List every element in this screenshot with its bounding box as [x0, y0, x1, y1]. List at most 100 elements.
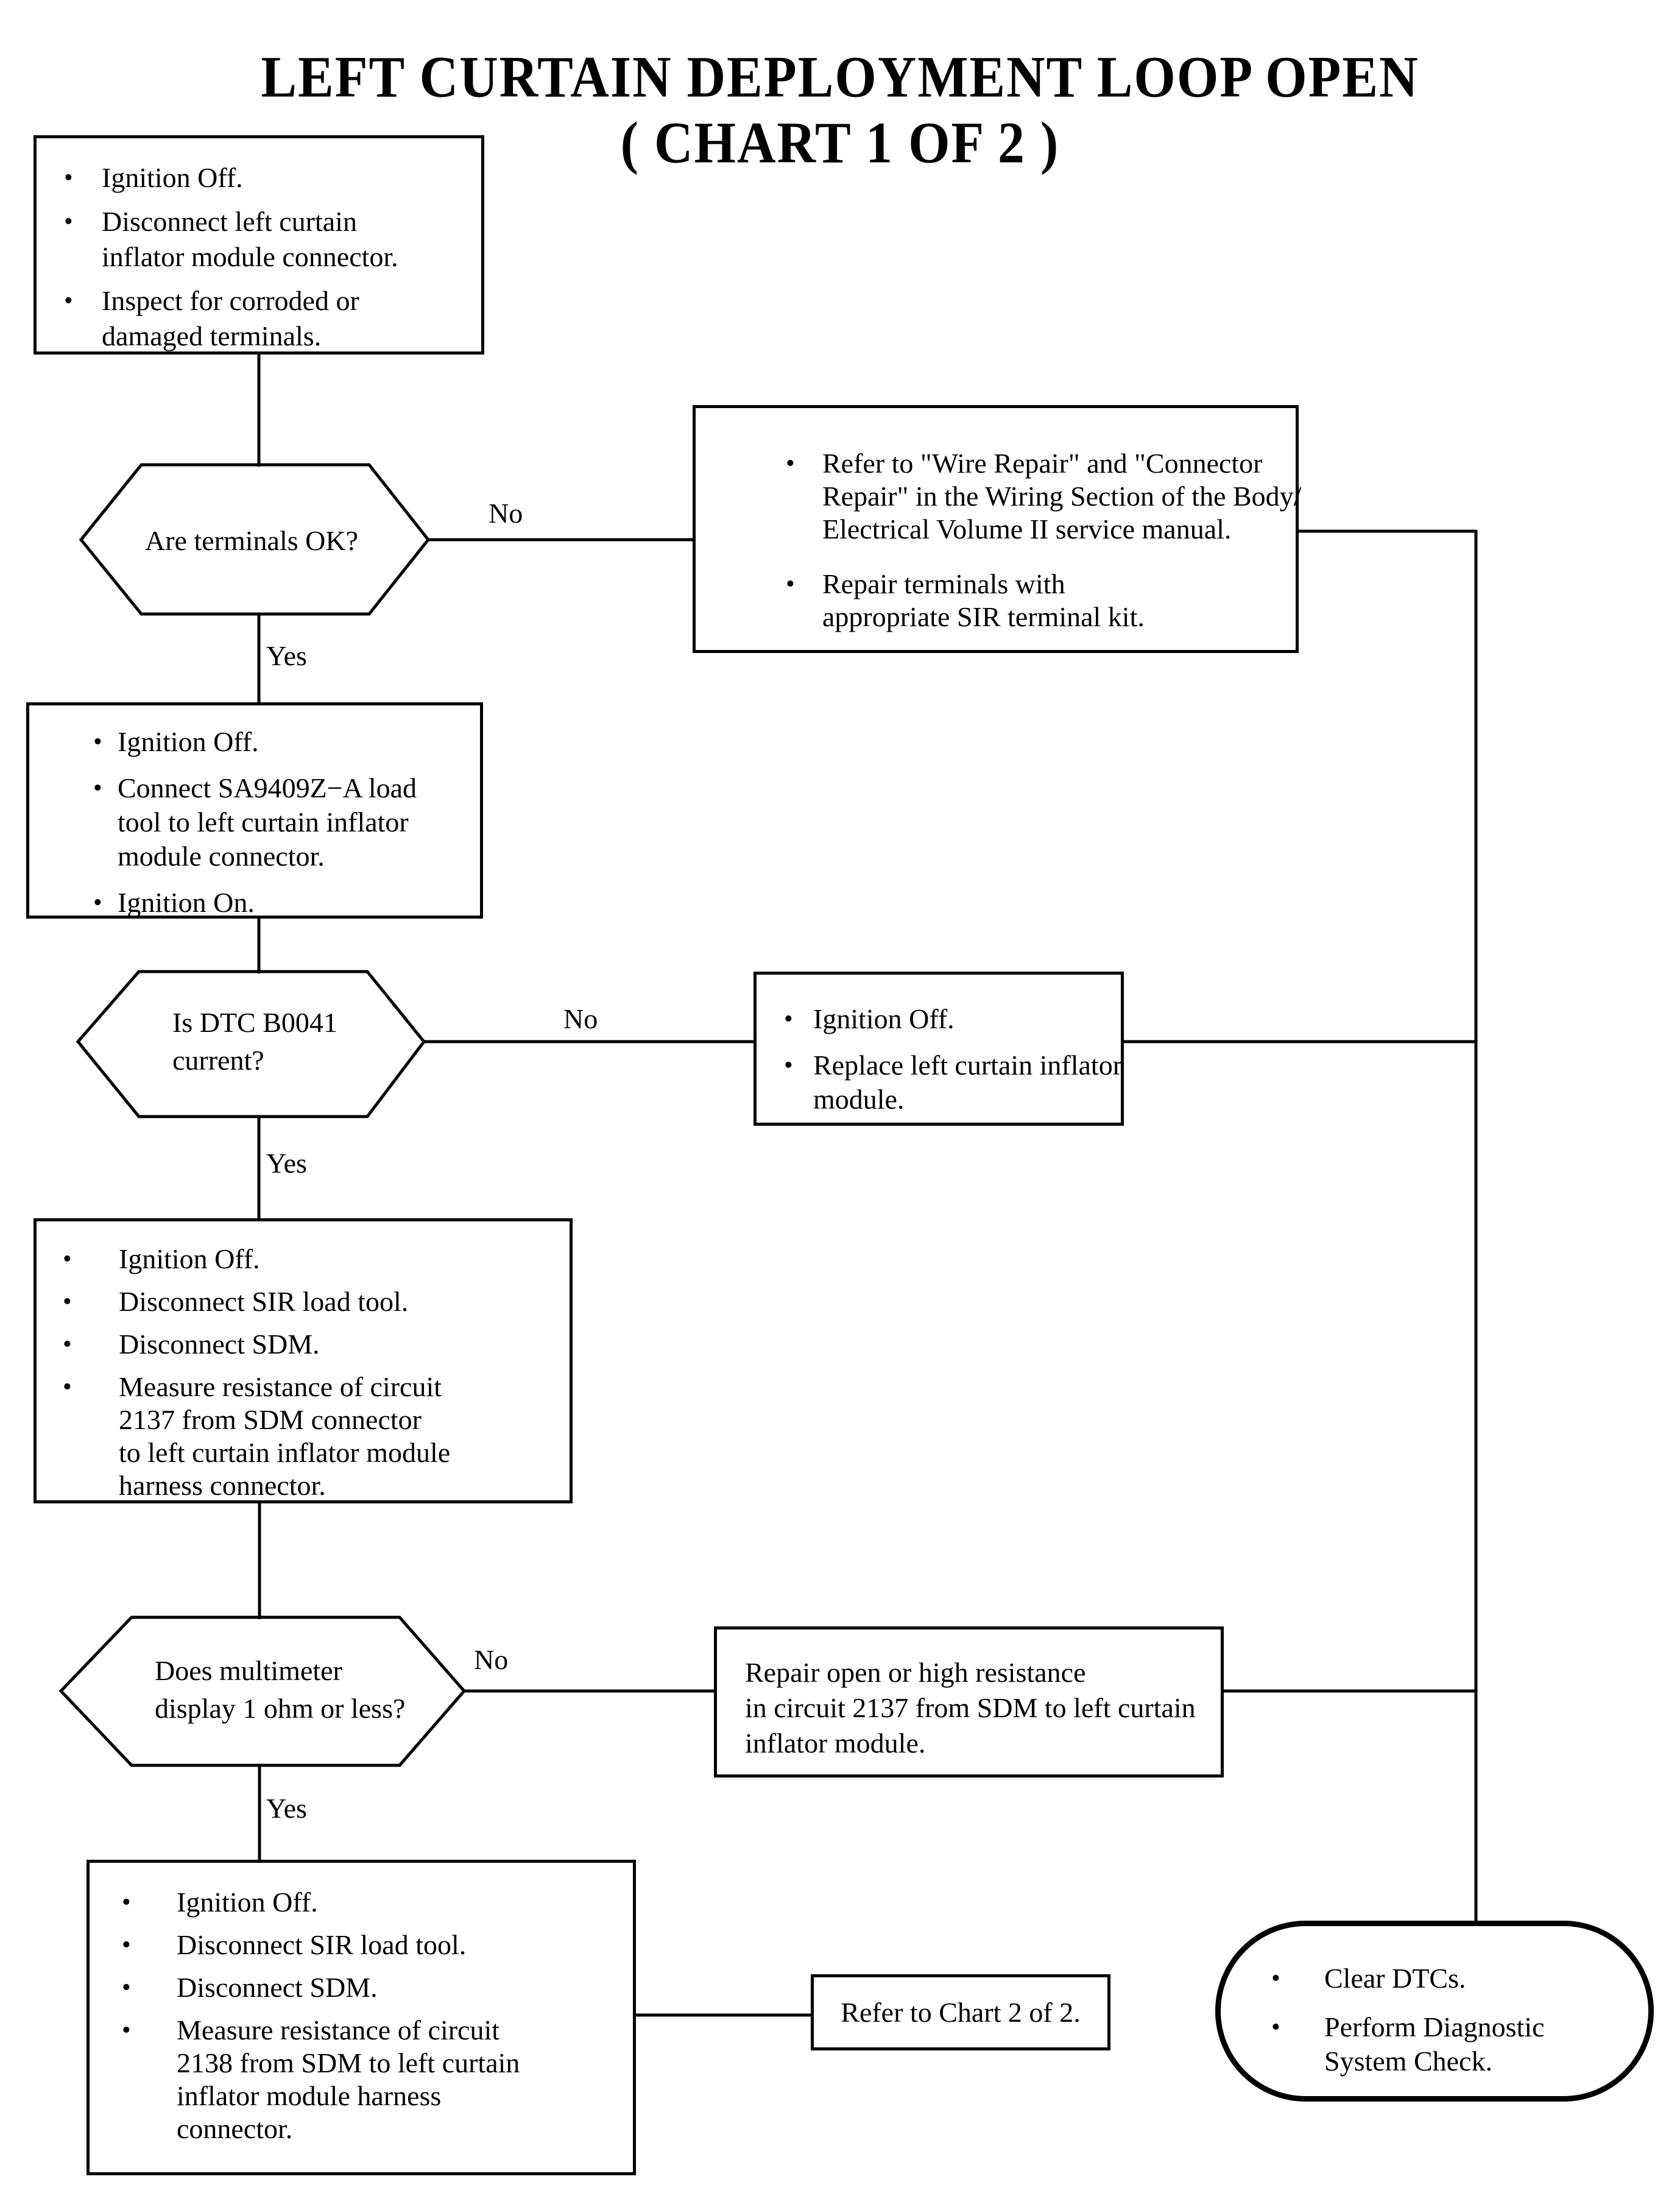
bullet-icon: • [1271, 1965, 1280, 1993]
text-line: module. [813, 1084, 905, 1115]
text-line: Disconnect SDM. [177, 1972, 378, 2003]
text-line: module connector. [118, 841, 325, 872]
text-line: harness connector. [119, 1470, 326, 1501]
text-line: to left curtain inflator module [119, 1437, 451, 1468]
bullet-item: • Ignition Off. [63, 1243, 563, 1276]
text-line: appropriate SIR terminal kit. [822, 601, 1145, 632]
bullet-item: • Ignition Off. [784, 1002, 1115, 1036]
bullet-icon: • [784, 1005, 793, 1033]
text-line: Perform Diagnostic [1324, 2011, 1545, 2042]
replace-inflator-module-node: • Ignition Off. • Replace left curtain infl… [754, 972, 1124, 1126]
bullet-item: • Disconnect SIR load tool. [63, 1285, 563, 1318]
text-line: in circuit 2137 from SDM to left curtain [745, 1692, 1196, 1723]
text-line: inflator module connector. [102, 241, 398, 272]
text-line: Refer to "Wire Repair" and "Connector [822, 448, 1263, 479]
text-line: Are terminals OK? [145, 525, 358, 556]
bullet-item: • Connect SA9409Z−A load tool to left curt… [93, 771, 474, 874]
text-line: Electrical Volume II service manual. [822, 514, 1232, 545]
text-line: Measure resistance of circuit [119, 1371, 442, 1402]
refer-chart-2-text: Refer to Chart 2 of 2. [841, 1997, 1081, 2028]
bullet-icon: • [784, 1051, 793, 1079]
bullet-item: • Ignition On. [93, 886, 474, 920]
text-line: Does multimeter [155, 1655, 342, 1686]
bullet-item: • Inspect for corroded or damaged terminal… [64, 283, 475, 354]
no-label-2: No [563, 1003, 598, 1034]
bullet-icon: • [786, 570, 795, 598]
page-title: LEFT CURTAIN DEPLOYMENT LOOP OPEN ( CHAR… [0, 45, 1680, 177]
bullet-icon: • [122, 1974, 131, 2002]
yes-label-3: Yes [266, 1793, 307, 1824]
text-line: Repair" in the Wiring Section of the Bod… [822, 481, 1302, 512]
text-line: display 1 ohm or less? [155, 1693, 406, 1724]
bullet-item: • Disconnect SDM. [122, 1971, 627, 2004]
text-line: current? [172, 1045, 264, 1076]
text-line: Disconnect SIR load tool. [119, 1286, 409, 1317]
bullet-item: • Disconnect SIR load tool. [122, 1929, 627, 1961]
connect-load-tool-node: • Ignition Off. • Connect SA9409Z−A load too… [26, 702, 483, 919]
bullet-icon: • [63, 1373, 72, 1401]
text-line: connector. [177, 2113, 293, 2144]
text-line: Disconnect SIR load tool. [177, 1929, 467, 1960]
start-node: • Ignition Off. • Disconnect left curtain in… [34, 135, 484, 355]
bullet-item: • Ignition Off. [64, 160, 475, 196]
yes-label-1: Yes [266, 640, 307, 671]
no-label-1: No [489, 498, 523, 529]
bullet-icon: • [1271, 2013, 1280, 2041]
bullet-icon: • [93, 889, 102, 917]
text-line: Disconnect left curtain [102, 206, 357, 237]
bullet-icon: • [122, 1888, 131, 1916]
text-line: Clear DTCs. [1324, 1963, 1466, 1994]
bullet-icon: • [786, 450, 795, 478]
text-line: inflator module harness [177, 2080, 442, 2111]
text-line: Ignition Off. [102, 162, 243, 193]
page-title-line2: ( CHART 1 OF 2 ) [620, 110, 1060, 176]
decision-dtc-b0041-shape [76, 970, 426, 1118]
bullet-icon: • [63, 1330, 72, 1358]
text-line: Repair terminals with [822, 568, 1065, 599]
text-line: Ignition Off. [177, 1887, 318, 1918]
text-line: Repair open or high resistance [745, 1657, 1086, 1688]
text-line: Disconnect SDM. [119, 1329, 320, 1360]
decision-multimeter-ohm-question: Does multimeter display 1 ohm or less? [155, 1652, 405, 1728]
bullet-icon: • [63, 1245, 72, 1273]
measure-circuit-2138-node: • Ignition Off. • Disconnect SIR load tool.… [86, 1860, 636, 2175]
decision-terminals-ok-question: Are terminals OK? [145, 523, 358, 559]
bullet-icon: • [64, 287, 73, 315]
bullet-item: • Ignition Off. [122, 1886, 627, 1919]
bullet-item: • Disconnect SDM. [63, 1328, 563, 1361]
decision-terminals-ok-shape [79, 463, 431, 616]
text-line: Connect SA9409Z−A load [118, 772, 417, 803]
decision-dtc-b0041-question: Is DTC B0041 current? [172, 1004, 337, 1079]
text-line: Ignition Off. [813, 1003, 955, 1034]
text-line: Replace left curtain inflator [813, 1050, 1123, 1081]
text-line: Ignition Off. [119, 1243, 260, 1274]
text-line: Ignition Off. [118, 726, 259, 757]
bullet-icon: • [64, 164, 73, 192]
text-line: Is DTC B0041 [172, 1007, 337, 1038]
text-line: 2137 from SDM connector [119, 1404, 422, 1435]
page-title-line1: LEFT CURTAIN DEPLOYMENT LOOP OPEN [261, 45, 1419, 110]
bullet-item: • Clear DTCs. [1271, 1961, 1642, 1996]
text-line: inflator module. [745, 1728, 926, 1759]
bullet-icon: • [64, 208, 73, 236]
bullet-icon: • [122, 1931, 131, 1959]
text-line: Measure resistance of circuit [177, 2014, 500, 2046]
bullet-icon: • [93, 728, 102, 756]
bullet-icon: • [93, 774, 102, 802]
text-line: Inspect for corroded or [102, 285, 359, 316]
text-line: tool to left curtain inflator [118, 807, 409, 838]
text-line: 2138 from SDM to left curtain [177, 2047, 520, 2078]
bullet-icon: • [63, 1288, 72, 1316]
decision-multimeter-ohm-shape [58, 1615, 467, 1767]
text-line: Ignition On. [118, 887, 255, 918]
refer-chart-2-node: Refer to Chart 2 of 2. [811, 1974, 1110, 2050]
text-line: damaged terminals. [102, 320, 322, 351]
bullet-item: • Disconnect left curtain inflator module … [64, 204, 475, 275]
